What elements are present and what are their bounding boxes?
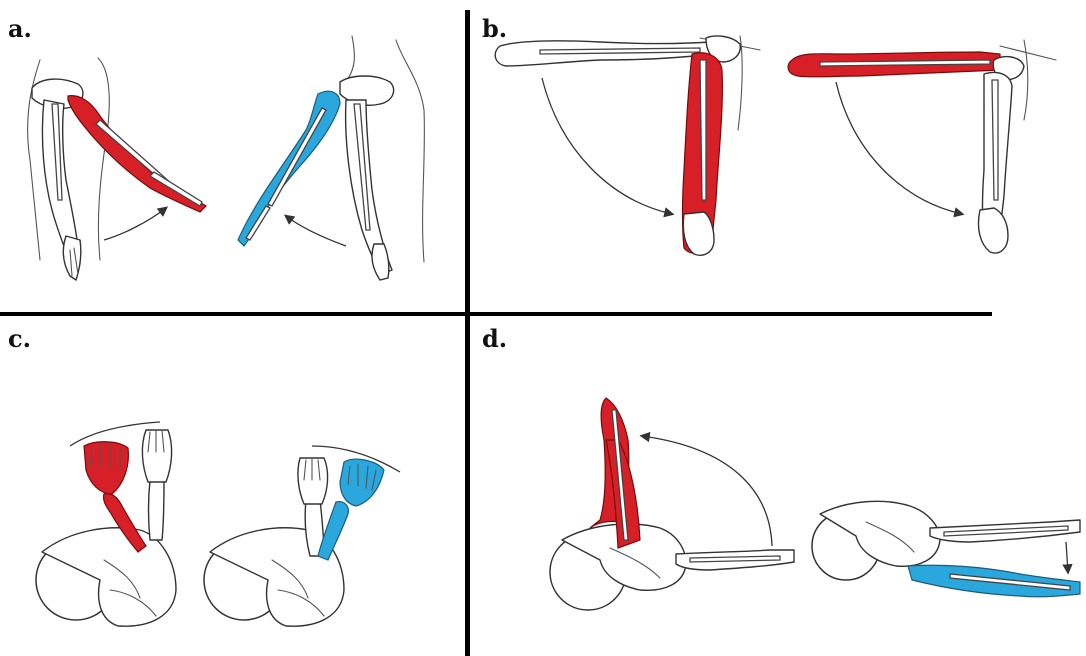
panel-c-left-figure	[36, 422, 176, 626]
panel-a-figures	[28, 36, 425, 280]
panel-a-left-figure	[28, 58, 206, 280]
panel-c-blue-hand	[340, 459, 384, 506]
panel-d-left-figure	[550, 398, 794, 610]
panel-c-figures	[36, 422, 400, 626]
panel-b-left-figure	[495, 36, 760, 255]
panel-a-right-figure	[238, 36, 424, 280]
panel-d-right-figure	[812, 501, 1080, 597]
panel-b-figures	[495, 36, 1056, 255]
panel-d-figures	[550, 398, 1080, 610]
panel-b-right-figure	[788, 40, 1056, 253]
panel-c-right-figure	[204, 446, 400, 626]
panel-c-red-hand	[84, 442, 128, 494]
